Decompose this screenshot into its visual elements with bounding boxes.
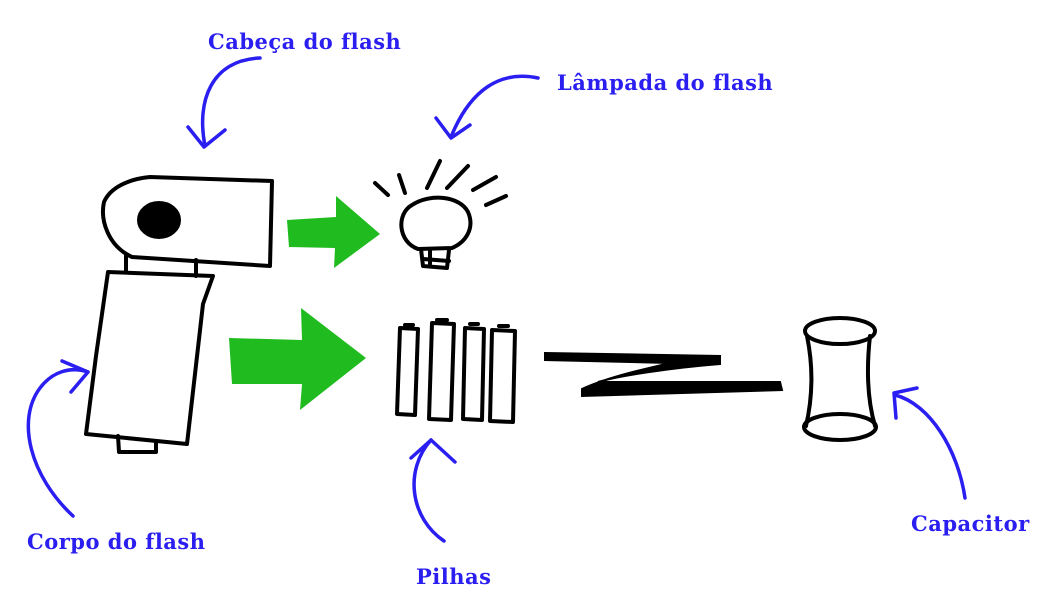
label-capacitor: Capacitor xyxy=(911,511,1030,536)
flow-arrow-body-to-batteries xyxy=(229,308,366,410)
label-flash-body: Corpo do flash xyxy=(27,529,206,554)
flash-head-drawing xyxy=(101,175,274,268)
arrow-to-capacitor xyxy=(893,393,967,500)
arrow-to-flash-head xyxy=(200,56,262,148)
flow-arrow-head-to-bulb xyxy=(287,196,380,268)
arrow-to-bulb xyxy=(449,74,540,139)
flash-lens-icon xyxy=(137,201,181,239)
arrow-to-flash-body xyxy=(26,367,90,518)
flash-body-drawing xyxy=(84,254,215,454)
arrow-to-batteries xyxy=(412,438,446,543)
label-flash-bulb: Lâmpada do flash xyxy=(557,70,774,95)
label-flash-head: Cabeça do flash xyxy=(208,29,402,54)
batteries-drawing xyxy=(395,318,517,424)
electric-zigzag xyxy=(544,351,784,398)
bulb-drawing xyxy=(373,159,508,270)
annotation-arrows xyxy=(26,56,967,543)
bulb-rays xyxy=(373,159,508,207)
capacitor-drawing xyxy=(802,316,878,442)
label-batteries: Pilhas xyxy=(416,564,492,589)
